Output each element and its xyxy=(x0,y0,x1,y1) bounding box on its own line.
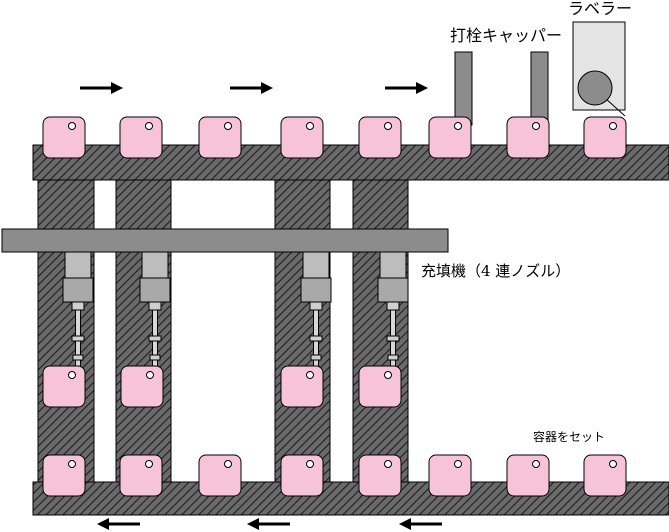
capper-label: 打栓キャッパー xyxy=(450,26,562,45)
filler-bar xyxy=(1,228,449,253)
container-top-5 xyxy=(358,116,402,159)
container-mid-3 xyxy=(280,365,324,408)
container-top-4 xyxy=(280,116,324,159)
arrow-left-1 xyxy=(97,518,140,530)
container-bottom-8 xyxy=(583,454,627,497)
arrow-left-3 xyxy=(399,518,442,530)
container-top-1 xyxy=(42,116,86,159)
container-top-6 xyxy=(428,116,472,159)
filler-label: 充填機（4 連ノズル） xyxy=(421,262,570,280)
arrow-right-1 xyxy=(80,82,123,94)
container-mid-1 xyxy=(42,365,86,408)
arrow-left-2 xyxy=(247,518,290,530)
container-bottom-4 xyxy=(280,454,324,497)
vertical-conveyor-3 xyxy=(274,167,331,494)
capper-rod-2 xyxy=(530,51,549,126)
vertical-conveyor-4 xyxy=(352,167,409,494)
labeler-label: ラベラー xyxy=(568,0,632,18)
labeler-roller xyxy=(577,70,613,106)
nozzle-2 xyxy=(139,251,171,373)
vertical-conveyor-1 xyxy=(37,167,95,494)
container-bottom-1 xyxy=(42,454,86,497)
container-top-8 xyxy=(583,116,627,159)
container-mid-2 xyxy=(120,365,164,408)
set-container-label: 容器をセット xyxy=(533,429,605,444)
container-top-2 xyxy=(119,116,163,159)
nozzle-4 xyxy=(377,251,409,373)
container-bottom-7 xyxy=(506,454,550,497)
container-bottom-3 xyxy=(198,454,242,497)
container-top-3 xyxy=(198,116,242,159)
container-bottom-6 xyxy=(428,454,472,497)
container-mid-4 xyxy=(358,365,402,408)
arrow-right-3 xyxy=(385,82,428,94)
container-top-7 xyxy=(506,116,550,159)
container-bottom-2 xyxy=(119,454,163,497)
container-bottom-5 xyxy=(358,454,402,497)
capper-rod-1 xyxy=(454,51,473,126)
nozzle-1 xyxy=(62,251,94,373)
arrow-right-2 xyxy=(230,82,273,94)
vertical-conveyor-2 xyxy=(115,167,172,494)
